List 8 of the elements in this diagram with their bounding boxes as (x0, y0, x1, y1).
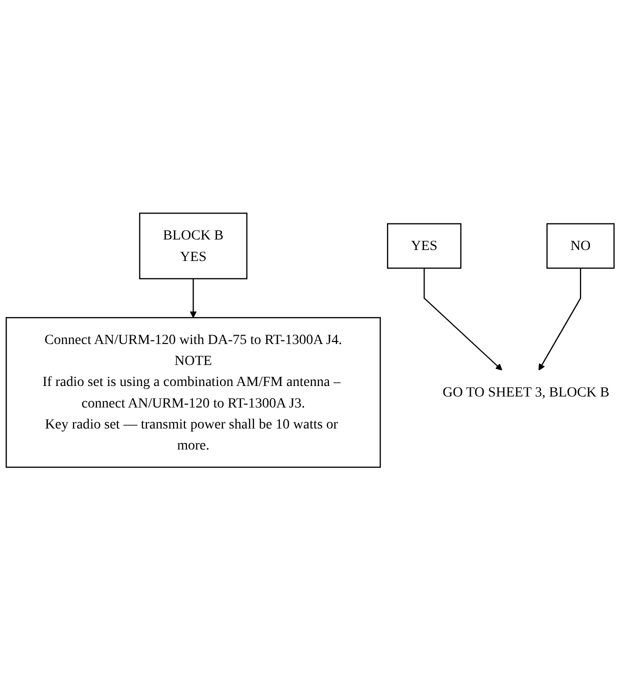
arrow (190, 278, 197, 318)
node-text: GO TO SHEET 3, BLOCK B (442, 384, 610, 400)
arrow (538, 268, 582, 371)
node-box: YES (387, 223, 462, 269)
node-box: Connect AN/URM-120 with DA-75 to RT-1300A J4. NOTE If radio set is using a combination AM/FM antenna – connect AN/URM-120 to RT-1300A J3. Key radio set — transmit power shall be 10 watts or more. (6, 317, 381, 468)
node-box: NO (546, 223, 615, 269)
arrow (424, 268, 502, 371)
node-box: BLOCK B YES (139, 212, 248, 280)
